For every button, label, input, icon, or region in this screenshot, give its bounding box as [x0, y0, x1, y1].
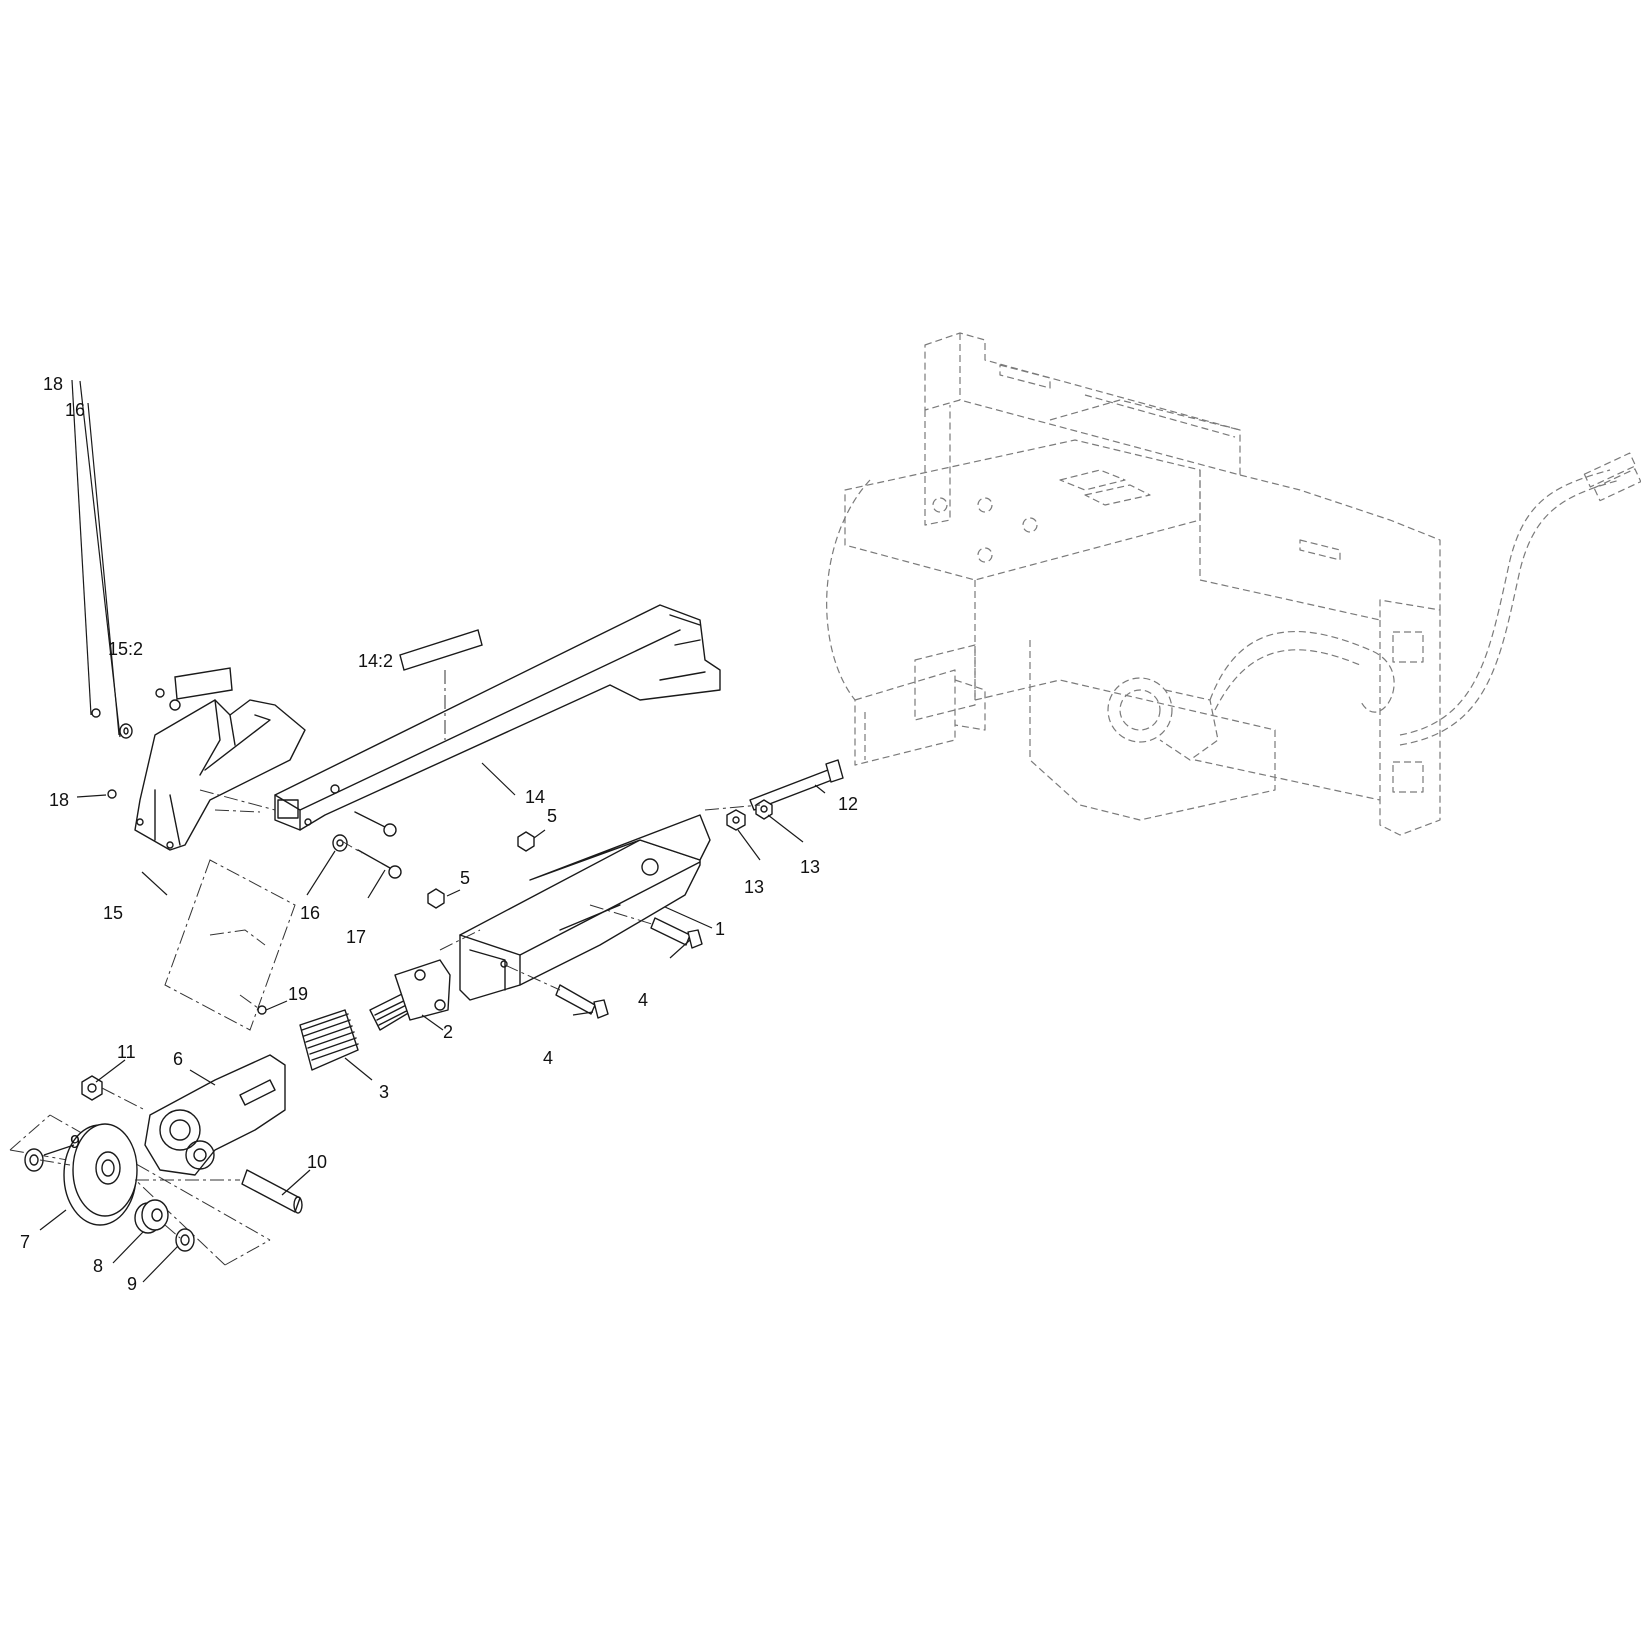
callout-13-lower: 13 [744, 877, 764, 897]
part-14-arm [274, 604, 721, 831]
callout-12: 12 [838, 794, 858, 814]
callout-16-lower: 16 [300, 903, 320, 923]
part-18-nut-b [107, 789, 117, 799]
part-18-nut-a [91, 708, 101, 718]
part-7-wheel [63, 1123, 138, 1226]
callout-3: 3 [379, 1082, 389, 1102]
part-4-bolt-a [650, 917, 703, 949]
callout-19: 19 [288, 984, 308, 1004]
part-17-screw-b [357, 849, 402, 879]
assembly-lines [39, 789, 761, 1239]
callout-8: 8 [93, 1256, 103, 1276]
callout-7: 7 [20, 1232, 30, 1252]
part-2-spring [369, 959, 451, 1031]
part-9-washer-b [175, 1228, 195, 1252]
callout-leaders [39, 379, 826, 1283]
part-11-nut [81, 1075, 103, 1101]
callout-14: 14 [525, 787, 545, 807]
callout-16-upper: 16 [65, 400, 85, 420]
part-15-bracket [134, 688, 306, 851]
part-17-screw-a [354, 811, 397, 837]
callout-10: 10 [307, 1152, 327, 1172]
part-16-washer-a [119, 723, 133, 739]
part-3-spring [299, 1009, 359, 1071]
callout-4-upper: 4 [638, 990, 648, 1010]
part-12-bolt [749, 759, 844, 811]
callout-4-lower: 4 [543, 1048, 553, 1068]
phantom-shield-panel [164, 859, 296, 1031]
callout-18-lower: 18 [49, 790, 69, 810]
part-1-housing [459, 814, 711, 1001]
callout-6: 6 [173, 1049, 183, 1069]
callout-11: 11 [117, 1042, 136, 1062]
callout-9-lower: 9 [127, 1274, 137, 1294]
callout-15-2: 15:2 [108, 639, 143, 659]
part-4-bolt-b [555, 984, 609, 1019]
part-5-nut-b [427, 888, 445, 909]
callout-5-lower: 5 [460, 868, 470, 888]
callout-labels: 1 2 3 4 4 5 5 6 7 8 9 9 10 11 12 13 13 1… [20, 374, 858, 1294]
callout-15: 15 [103, 903, 123, 923]
machine-frame-ghost [826, 332, 1641, 836]
part-8-bearing [134, 1199, 169, 1234]
decal-14-2 [399, 629, 483, 740]
decal-15-2 [174, 667, 233, 700]
part-13-nut-b [726, 809, 746, 831]
callout-2: 2 [443, 1022, 453, 1042]
callout-5-upper: 5 [547, 806, 557, 826]
part-6-pivot-arm [144, 1054, 286, 1176]
part-10-pin [241, 1169, 303, 1214]
callout-14-2: 14:2 [358, 651, 393, 671]
callout-17: 17 [346, 927, 366, 947]
callout-13-upper: 13 [800, 857, 820, 877]
part-5-nut-a [517, 831, 535, 852]
callout-9-upper: 9 [70, 1132, 80, 1152]
part-19-screw [257, 1005, 267, 1015]
callout-1: 1 [715, 919, 725, 939]
callout-18-upper: 18 [43, 374, 63, 394]
part-13-nut-a [755, 799, 773, 820]
